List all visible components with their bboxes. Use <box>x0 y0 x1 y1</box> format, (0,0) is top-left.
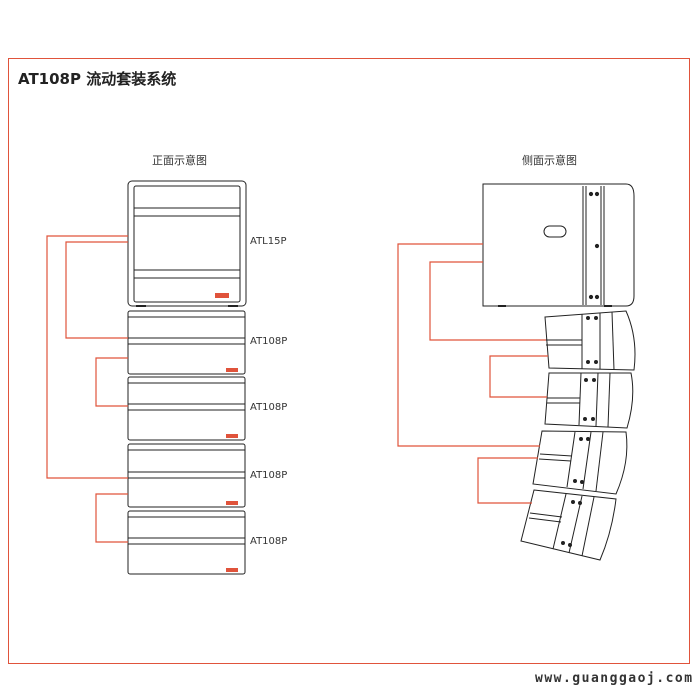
logo-badge <box>226 501 238 505</box>
page-title: AT108P 流动套装系统 <box>18 70 177 88</box>
label-subwoofer: ATL15P <box>250 236 287 247</box>
label-speaker-3: AT108P <box>250 470 288 481</box>
side-view <box>482 183 636 561</box>
cable-side-outer <box>397 243 540 447</box>
side-speaker-3 <box>532 430 628 495</box>
front-subwoofer <box>127 180 247 307</box>
logo-badge <box>215 293 229 298</box>
label-speaker-1: AT108P <box>250 336 288 347</box>
side-speaker-4 <box>520 489 617 561</box>
logo-badge <box>226 568 238 572</box>
label-speaker-4: AT108P <box>250 536 288 547</box>
front-speaker-2 <box>127 376 246 441</box>
front-view <box>127 180 247 575</box>
logo-badge <box>226 434 238 438</box>
cable-front-outer <box>46 235 128 479</box>
side-cables <box>397 243 548 504</box>
watermark: www.guanggaoj.com <box>535 671 694 686</box>
cable-front-link-2 <box>95 493 128 543</box>
cable-front-inner <box>65 241 128 339</box>
label-speaker-2: AT108P <box>250 402 288 413</box>
side-speaker-2 <box>544 372 634 429</box>
cable-side-link-2 <box>477 457 538 504</box>
front-speaker-3 <box>127 443 246 508</box>
side-speaker-1 <box>544 310 636 371</box>
front-cables <box>46 235 128 543</box>
front-view-title: 正面示意图 <box>152 154 207 167</box>
front-speaker-4 <box>127 510 246 575</box>
diagram-frame <box>8 58 690 664</box>
front-speaker-1 <box>127 310 246 375</box>
cable-side-link-1 <box>489 355 548 398</box>
side-view-title: 侧面示意图 <box>522 154 577 167</box>
cable-front-link-1 <box>95 357 128 407</box>
cable-side-inner <box>429 261 546 341</box>
side-subwoofer <box>482 183 635 307</box>
logo-badge <box>226 368 238 372</box>
